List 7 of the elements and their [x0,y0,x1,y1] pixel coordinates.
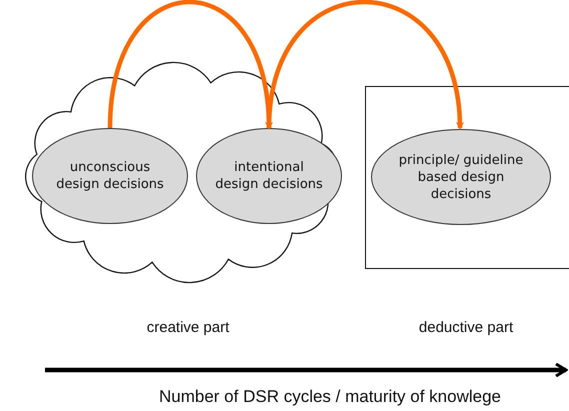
curved-arrow [266,0,464,130]
curved-arrow [108,0,272,130]
decision-ellipse: principle/ guideline based design decisions [371,129,551,225]
rectangle-frame [365,86,569,269]
axis-label: Number of DSR cycles / maturity of knowlege [159,387,501,407]
part-label: creative part [146,319,230,336]
part-label: deductive part [418,319,514,336]
